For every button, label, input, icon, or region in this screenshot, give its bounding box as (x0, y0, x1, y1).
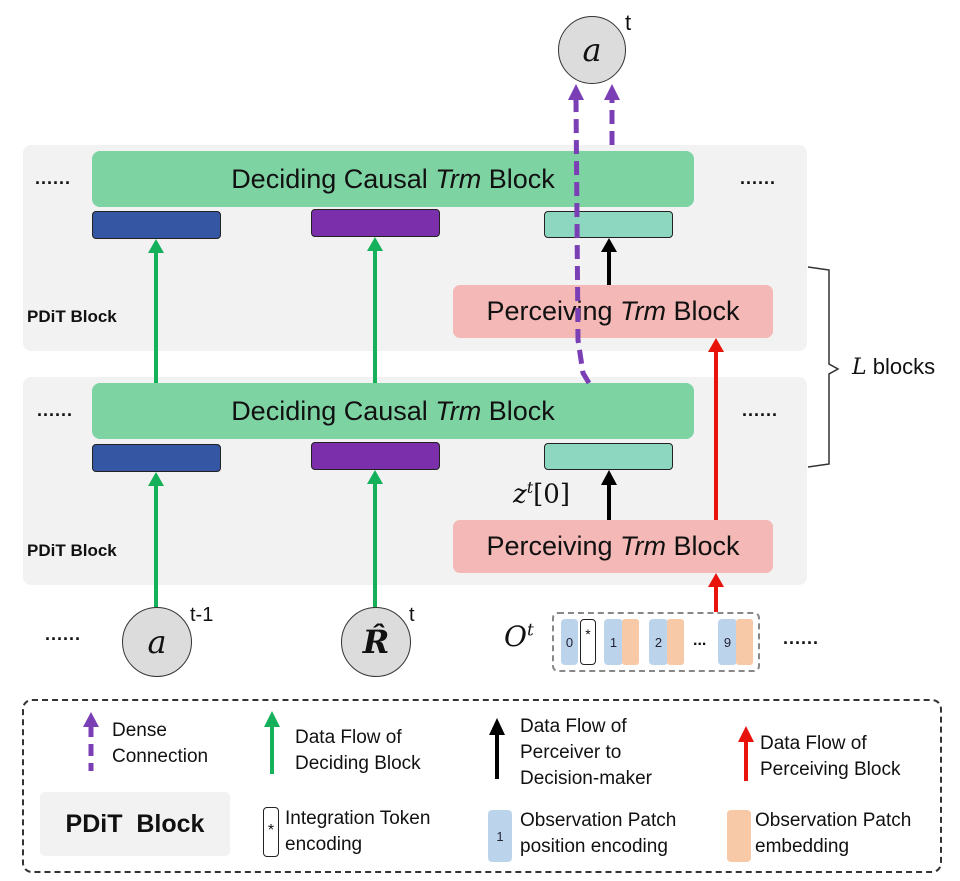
output-action-symbol: a (582, 31, 602, 69)
dense-arrowhead (604, 84, 620, 100)
dense-arrowhead (568, 84, 584, 100)
l-blocks-brace (807, 266, 840, 468)
legend-embedding-icon (727, 810, 751, 862)
ellipsis-right-upper: ...... (740, 168, 777, 188)
perceiving-label-prefix: Perceiving (486, 296, 621, 326)
legend-pdit-swatch: PDiT Block (40, 792, 230, 856)
previous-action-superscript: t-1 (190, 604, 214, 626)
l-text: blocks (866, 354, 936, 379)
legend-perceiver-line2: Perceiver to (520, 742, 622, 763)
legend-dense-line1: Dense (112, 720, 167, 741)
legend-position-text: Observation Patch position encoding (520, 808, 676, 860)
patch-embedding-2 (667, 619, 684, 665)
z-superscript: t (526, 478, 534, 497)
ellipsis-left-upper: ...... (35, 168, 72, 188)
deciding-causal-block-lower: Deciding Causal Trm Block (92, 383, 694, 439)
previous-action-symbol: a (147, 623, 167, 661)
observation-token-lower (544, 443, 673, 470)
return-to-go-node: R̂ (341, 607, 411, 677)
ellipsis-observation-right: ...... (783, 628, 820, 648)
integration-token: * (580, 619, 596, 665)
legend-embedding-text: Observation Patch embedding (755, 808, 911, 860)
legend-pdit-label: PDiT Block (65, 809, 205, 838)
perceiving-block-upper: Perceiving Trm Block (453, 285, 773, 338)
perceiving-block-lower: Perceiving Trm Block (453, 520, 773, 573)
patch-position-0: 0 (561, 619, 578, 665)
legend-perceiver-line1: Data Flow of (520, 716, 627, 737)
observation-patch-group (552, 612, 760, 672)
legend-deciding-line2: Deciding Block (295, 753, 421, 774)
legend-deciding-line1: Data Flow of (295, 727, 402, 748)
legend-perceiving-text: Data Flow of Perceiving Block (760, 731, 900, 783)
pdit-block-label-lower: PDiT Block (27, 541, 117, 560)
legend-perceiving-line1: Data Flow of (760, 733, 867, 754)
deciding-label-italic: Trm (435, 163, 482, 194)
perceiving-label-italic: Trm (620, 531, 667, 561)
observation-token-upper (544, 211, 673, 238)
legend-perceiver-text: Data Flow of Perceiver to Decision-maker (520, 714, 652, 792)
legend (22, 699, 942, 873)
patch-position-1: 1 (604, 619, 623, 665)
ellipsis-inputs-left: ...... (45, 624, 82, 644)
legend-integration-icon: * (263, 807, 279, 857)
legend-dense-line2: Connection (112, 746, 209, 767)
z-base: z (513, 479, 527, 510)
legend-position-line2: position encoding (520, 836, 668, 857)
action-token-lower (92, 444, 221, 472)
patch-position-2: 2 (649, 619, 668, 665)
observation-symbol: O (504, 620, 527, 653)
perceiving-label-suffix: Block (666, 531, 740, 561)
l-italic: L (852, 355, 867, 380)
action-token-upper (92, 211, 221, 239)
legend-integration-line2: encoding (285, 834, 363, 855)
perceiving-label-prefix: Perceiving (486, 531, 621, 561)
output-action-node: a (558, 16, 626, 84)
z-token-label: zt[0] (513, 478, 570, 510)
perceiving-label-italic: Trm (620, 296, 667, 326)
ellipsis-right-lower: ...... (742, 400, 779, 420)
output-action-superscript: t (625, 10, 632, 35)
z-suffix: [0] (533, 479, 570, 510)
legend-perceiver-line3: Decision-maker (520, 768, 652, 789)
deciding-label-prefix: Deciding Causal (231, 395, 436, 426)
return-token-lower (311, 442, 440, 470)
observation-label: Ot (504, 620, 534, 653)
legend-dense-text: Dense Connection (112, 718, 208, 770)
previous-action-node: a (122, 607, 192, 677)
deciding-label-italic: Trm (435, 395, 482, 426)
return-to-go-symbol: R̂ (362, 623, 390, 661)
deciding-label-suffix: Block (481, 163, 555, 194)
patch-embedding-1 (622, 619, 639, 665)
return-to-go-superscript: t (409, 604, 415, 626)
perceiving-label-suffix: Block (666, 296, 740, 326)
legend-perceiving-line2: Perceiving Block (760, 759, 901, 780)
legend-deciding-text: Data Flow of Deciding Block (295, 725, 421, 777)
ellipsis-left-lower: ...... (37, 400, 74, 420)
legend-integration-text: Integration Token encoding (285, 806, 430, 858)
deciding-label-suffix: Block (481, 395, 555, 426)
legend-position-line1: Observation Patch (520, 810, 677, 831)
patch-position-9: 9 (718, 619, 737, 665)
legend-position-icon: 1 (488, 810, 512, 862)
observation-superscript: t (526, 620, 534, 641)
deciding-causal-block-upper: Deciding Causal Trm Block (92, 151, 694, 207)
pdit-block-label-upper: PDiT Block (27, 307, 117, 326)
legend-embedding-line2: embedding (755, 836, 850, 857)
return-token-upper (311, 209, 440, 237)
l-blocks-label: L blocks (852, 354, 935, 380)
legend-embedding-line1: Observation Patch (755, 810, 912, 831)
legend-integration-line1: Integration Token (285, 808, 431, 829)
deciding-label-prefix: Deciding Causal (231, 163, 436, 194)
patch-embedding-9 (736, 619, 753, 665)
patch-ellipsis: ... (693, 632, 707, 649)
